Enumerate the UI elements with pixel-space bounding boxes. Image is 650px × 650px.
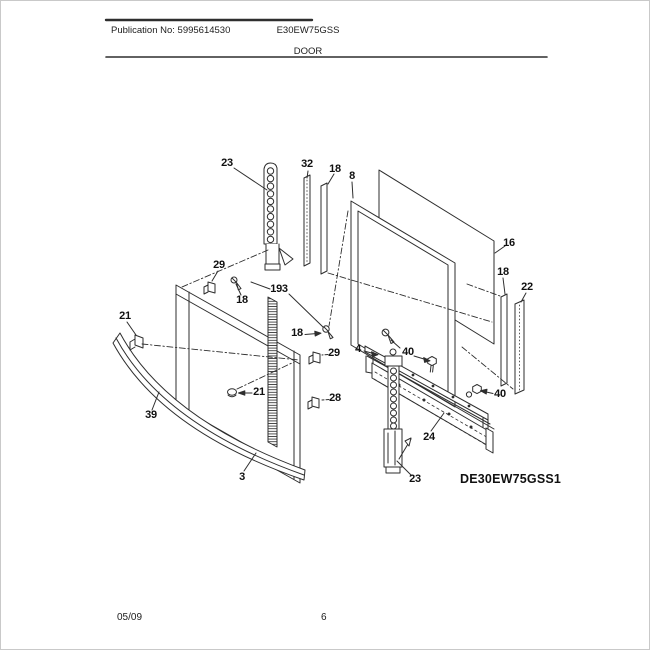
alignment-lines	[141, 210, 514, 390]
part-18-trim-top	[320, 182, 328, 275]
clip-29-right	[308, 351, 321, 365]
part-23-bottom-hinge	[383, 348, 412, 474]
part-18-trim-right	[500, 293, 508, 387]
clip-21-left	[129, 334, 144, 351]
footer-page-number: 6	[321, 612, 327, 623]
model-number: E30EW75GSS	[276, 25, 340, 36]
part-39-door-handle	[112, 332, 306, 481]
variant-code: DE30EW75GSS1	[460, 472, 562, 486]
screw-upper-rail	[381, 328, 395, 344]
clip-29-top	[203, 281, 216, 295]
nut-40-mid	[427, 356, 437, 373]
leader-lines	[126, 167, 527, 476]
footer-date: 05/09	[117, 612, 143, 623]
part-22-trim-right	[514, 299, 525, 395]
screw-18-top	[230, 276, 242, 291]
part-32-trim	[303, 174, 311, 267]
grommet-21	[227, 388, 237, 398]
nut-40-right	[465, 384, 482, 398]
publication-number: Publication No: 5995614530	[111, 25, 231, 36]
part-23-top-hinge	[263, 162, 294, 271]
screw-18-mid	[322, 325, 334, 340]
label-arrows	[238, 330, 494, 401]
clip-28-right	[307, 396, 320, 410]
page-title: DOOR	[293, 46, 323, 57]
